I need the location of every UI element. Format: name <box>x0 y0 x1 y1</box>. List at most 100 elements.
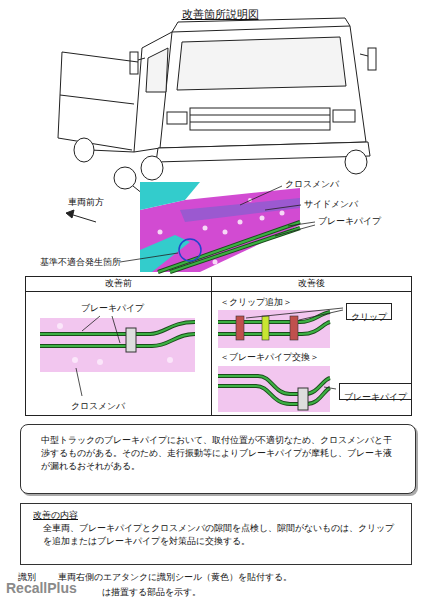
notice-box: 中型トラックのブレーキパイプにおいて、取付位置が不適切なため、クロスメンバと干渉… <box>20 424 416 494</box>
label-slot: 車両前方 <box>68 196 104 209</box>
label-slot: サイドメンバ <box>304 198 358 211</box>
grille-bars <box>190 115 330 122</box>
box-text: クロスメンバ <box>71 400 125 413</box>
text-slot: 全車両、ブレーキパイプとクロスメンバの隙間を点検し、隙間がないものは、クリップを… <box>33 522 399 548</box>
brake-pipe <box>218 386 330 404</box>
clip <box>262 316 269 340</box>
truck <box>58 18 376 222</box>
zoom-view <box>140 182 300 272</box>
box-heading: 改善の内容 <box>33 509 399 522</box>
box-text: 改善前 <box>26 277 211 290</box>
text-slot: ブレーキパイプ <box>81 302 144 315</box>
title: 改善箇所説明図 <box>182 7 259 24</box>
side-window <box>146 48 168 92</box>
hole <box>238 220 243 225</box>
leader-line <box>275 225 315 236</box>
brake-pipe-outline <box>158 222 300 272</box>
remedy-box: 改善の内容全車両、ブレーキパイプとクロスメンバの隙間を点検し、隙間がないものは、… <box>20 503 412 565</box>
callout-box: ブレーキパイプ <box>339 383 412 400</box>
hole <box>57 323 63 329</box>
text-slot: 改善の内容 <box>33 509 399 522</box>
table-cell: ＜クリップ追加＞ ＜ブレーキパイプ交換＞ クリップブレーキパイプ <box>211 291 412 416</box>
grille <box>190 108 330 130</box>
box-text: クリップ <box>351 311 387 324</box>
leader-line <box>288 222 315 226</box>
hole <box>72 357 78 363</box>
wheel <box>345 150 367 174</box>
box-text: 中型トラックのブレーキパイプにおいて、取付位置が不適切なため、クロスメンバと干渉… <box>41 434 399 472</box>
cab-front <box>160 26 366 148</box>
table-cell: ブレーキパイプクロスメンバ <box>25 291 212 416</box>
text-slot: ブレーキパイプ <box>344 385 407 404</box>
text-slot: 改善前 <box>26 277 211 290</box>
headlight <box>167 112 187 124</box>
hole <box>213 260 218 265</box>
box-text: 全車両、ブレーキパイプとクロスメンバの隙間を点検し、隙間がないものは、クリップを… <box>33 522 399 548</box>
table-header-cell: 改善前 <box>25 276 212 292</box>
clip <box>298 388 308 410</box>
text-slot: ＜クリップ追加＞ <box>220 296 292 309</box>
label-slot: RecallPlus <box>6 580 77 597</box>
cross-member <box>218 310 330 348</box>
brake-pipe-outline <box>218 386 330 404</box>
windshield <box>177 37 346 90</box>
hole <box>223 230 228 235</box>
hole <box>260 216 265 221</box>
leader-line <box>240 186 282 205</box>
brake-pipe-outline <box>40 322 195 334</box>
clip <box>126 328 136 352</box>
leader-line <box>324 387 336 389</box>
leader-line <box>246 308 343 320</box>
fault-circle <box>179 239 201 261</box>
leaders <box>120 186 315 262</box>
truck-chassis <box>90 150 134 152</box>
hole <box>167 357 173 363</box>
frame-part <box>140 182 200 210</box>
truck-bed-rail <box>60 95 134 104</box>
label-slot: は措置する部品を示す。 <box>102 586 201 599</box>
part-label: 車両前方 <box>68 196 104 209</box>
added-clip <box>236 316 244 340</box>
box-text: 改善後 <box>212 277 411 290</box>
watermark: RecallPlus <box>6 580 77 597</box>
bumper <box>156 142 370 162</box>
truck-bed <box>58 52 138 150</box>
headlight <box>333 110 355 122</box>
part-label: クロスメンバ <box>285 178 339 191</box>
after-figure-pipe <box>218 366 336 412</box>
callout-circle <box>114 167 136 189</box>
brake-pipe <box>40 322 195 334</box>
hole <box>280 211 285 216</box>
hole <box>203 226 208 231</box>
part-label: 車両右側のエアタンクに識別シール（黄色）を貼付する。 <box>58 571 292 584</box>
part-label: は措置する部品を示す。 <box>102 586 201 599</box>
box-text: ＜ブレーキパイプ交換＞ <box>220 351 319 364</box>
front-arrowhead <box>66 210 74 218</box>
before-figure <box>40 316 195 396</box>
brake-pipe-outline <box>218 322 330 334</box>
table-header-cell: 改善後 <box>211 276 412 292</box>
mirror-arm <box>138 54 368 60</box>
label-slot: クロスメンバ <box>285 178 339 191</box>
leader-line <box>76 316 120 396</box>
brake-pipe <box>158 222 300 272</box>
cross-member <box>218 366 330 412</box>
box-text: ブレーキパイプ <box>344 391 407 404</box>
box-text: ブレーキパイプ <box>81 302 144 315</box>
label-slot: 基準不適合発生箇所 <box>40 256 121 269</box>
front-arrow <box>70 214 96 222</box>
text-slot: ＜ブレーキパイプ交換＞ <box>220 351 319 364</box>
mirror <box>368 48 376 70</box>
part-label: ブレーキパイプ <box>318 215 381 228</box>
callout-box: クリップ <box>346 303 392 320</box>
text-slot: クリップ <box>351 305 387 324</box>
side-member <box>180 198 300 222</box>
box-text: ＜クリップ追加＞ <box>220 296 292 309</box>
hole <box>97 359 103 365</box>
wheel <box>74 138 94 162</box>
wheel <box>141 156 163 180</box>
hole <box>158 230 163 235</box>
part-label: 基準不適合発生箇所 <box>40 256 121 269</box>
mirror <box>130 52 138 74</box>
